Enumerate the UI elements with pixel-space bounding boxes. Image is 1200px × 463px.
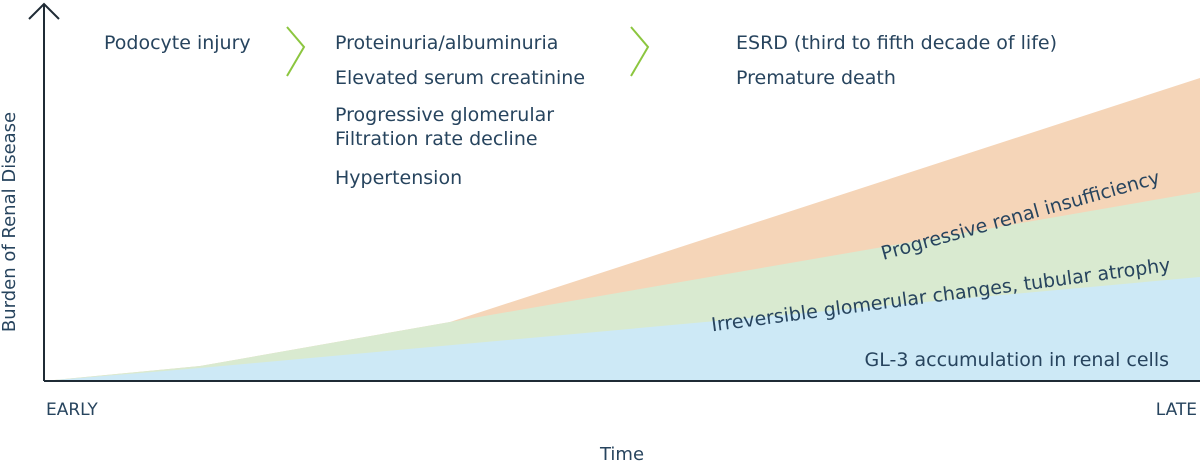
- stage-column-2: Proteinuria/albuminuria Elevated serum c…: [335, 32, 585, 189]
- x-axis-start-label: EARLY: [46, 400, 98, 420]
- chevron-right-icon: [286, 26, 306, 77]
- y-axis-title: Burden of Renal Disease: [0, 112, 20, 332]
- stage-item: ESRD (third to fifth decade of life): [736, 32, 1057, 54]
- axes: [28, 2, 1200, 382]
- band-label-accumulation: GL-3 accumulation in renal cells: [865, 349, 1169, 371]
- x-axis-end-label: LATE: [1156, 400, 1197, 420]
- stage-item: Hypertension: [335, 167, 462, 189]
- chevron-right-icon: [630, 26, 650, 77]
- stage-column-1: Podocyte injury: [104, 32, 251, 54]
- x-axis-title: Time: [599, 444, 644, 463]
- stage-item: Premature death: [736, 67, 896, 89]
- stage-item: Filtration rate decline: [335, 128, 538, 150]
- band-gl3-accumulation: [44, 277, 1200, 381]
- stage-item: Progressive glomerular: [335, 104, 554, 126]
- y-axis-arrowhead: [28, 2, 60, 20]
- stage-item: Podocyte injury: [104, 32, 251, 54]
- stage-item: Elevated serum creatinine: [335, 67, 585, 89]
- stage-column-3: ESRD (third to fifth decade of life) Pre…: [736, 32, 1057, 89]
- stage-item: Proteinuria/albuminuria: [335, 32, 558, 54]
